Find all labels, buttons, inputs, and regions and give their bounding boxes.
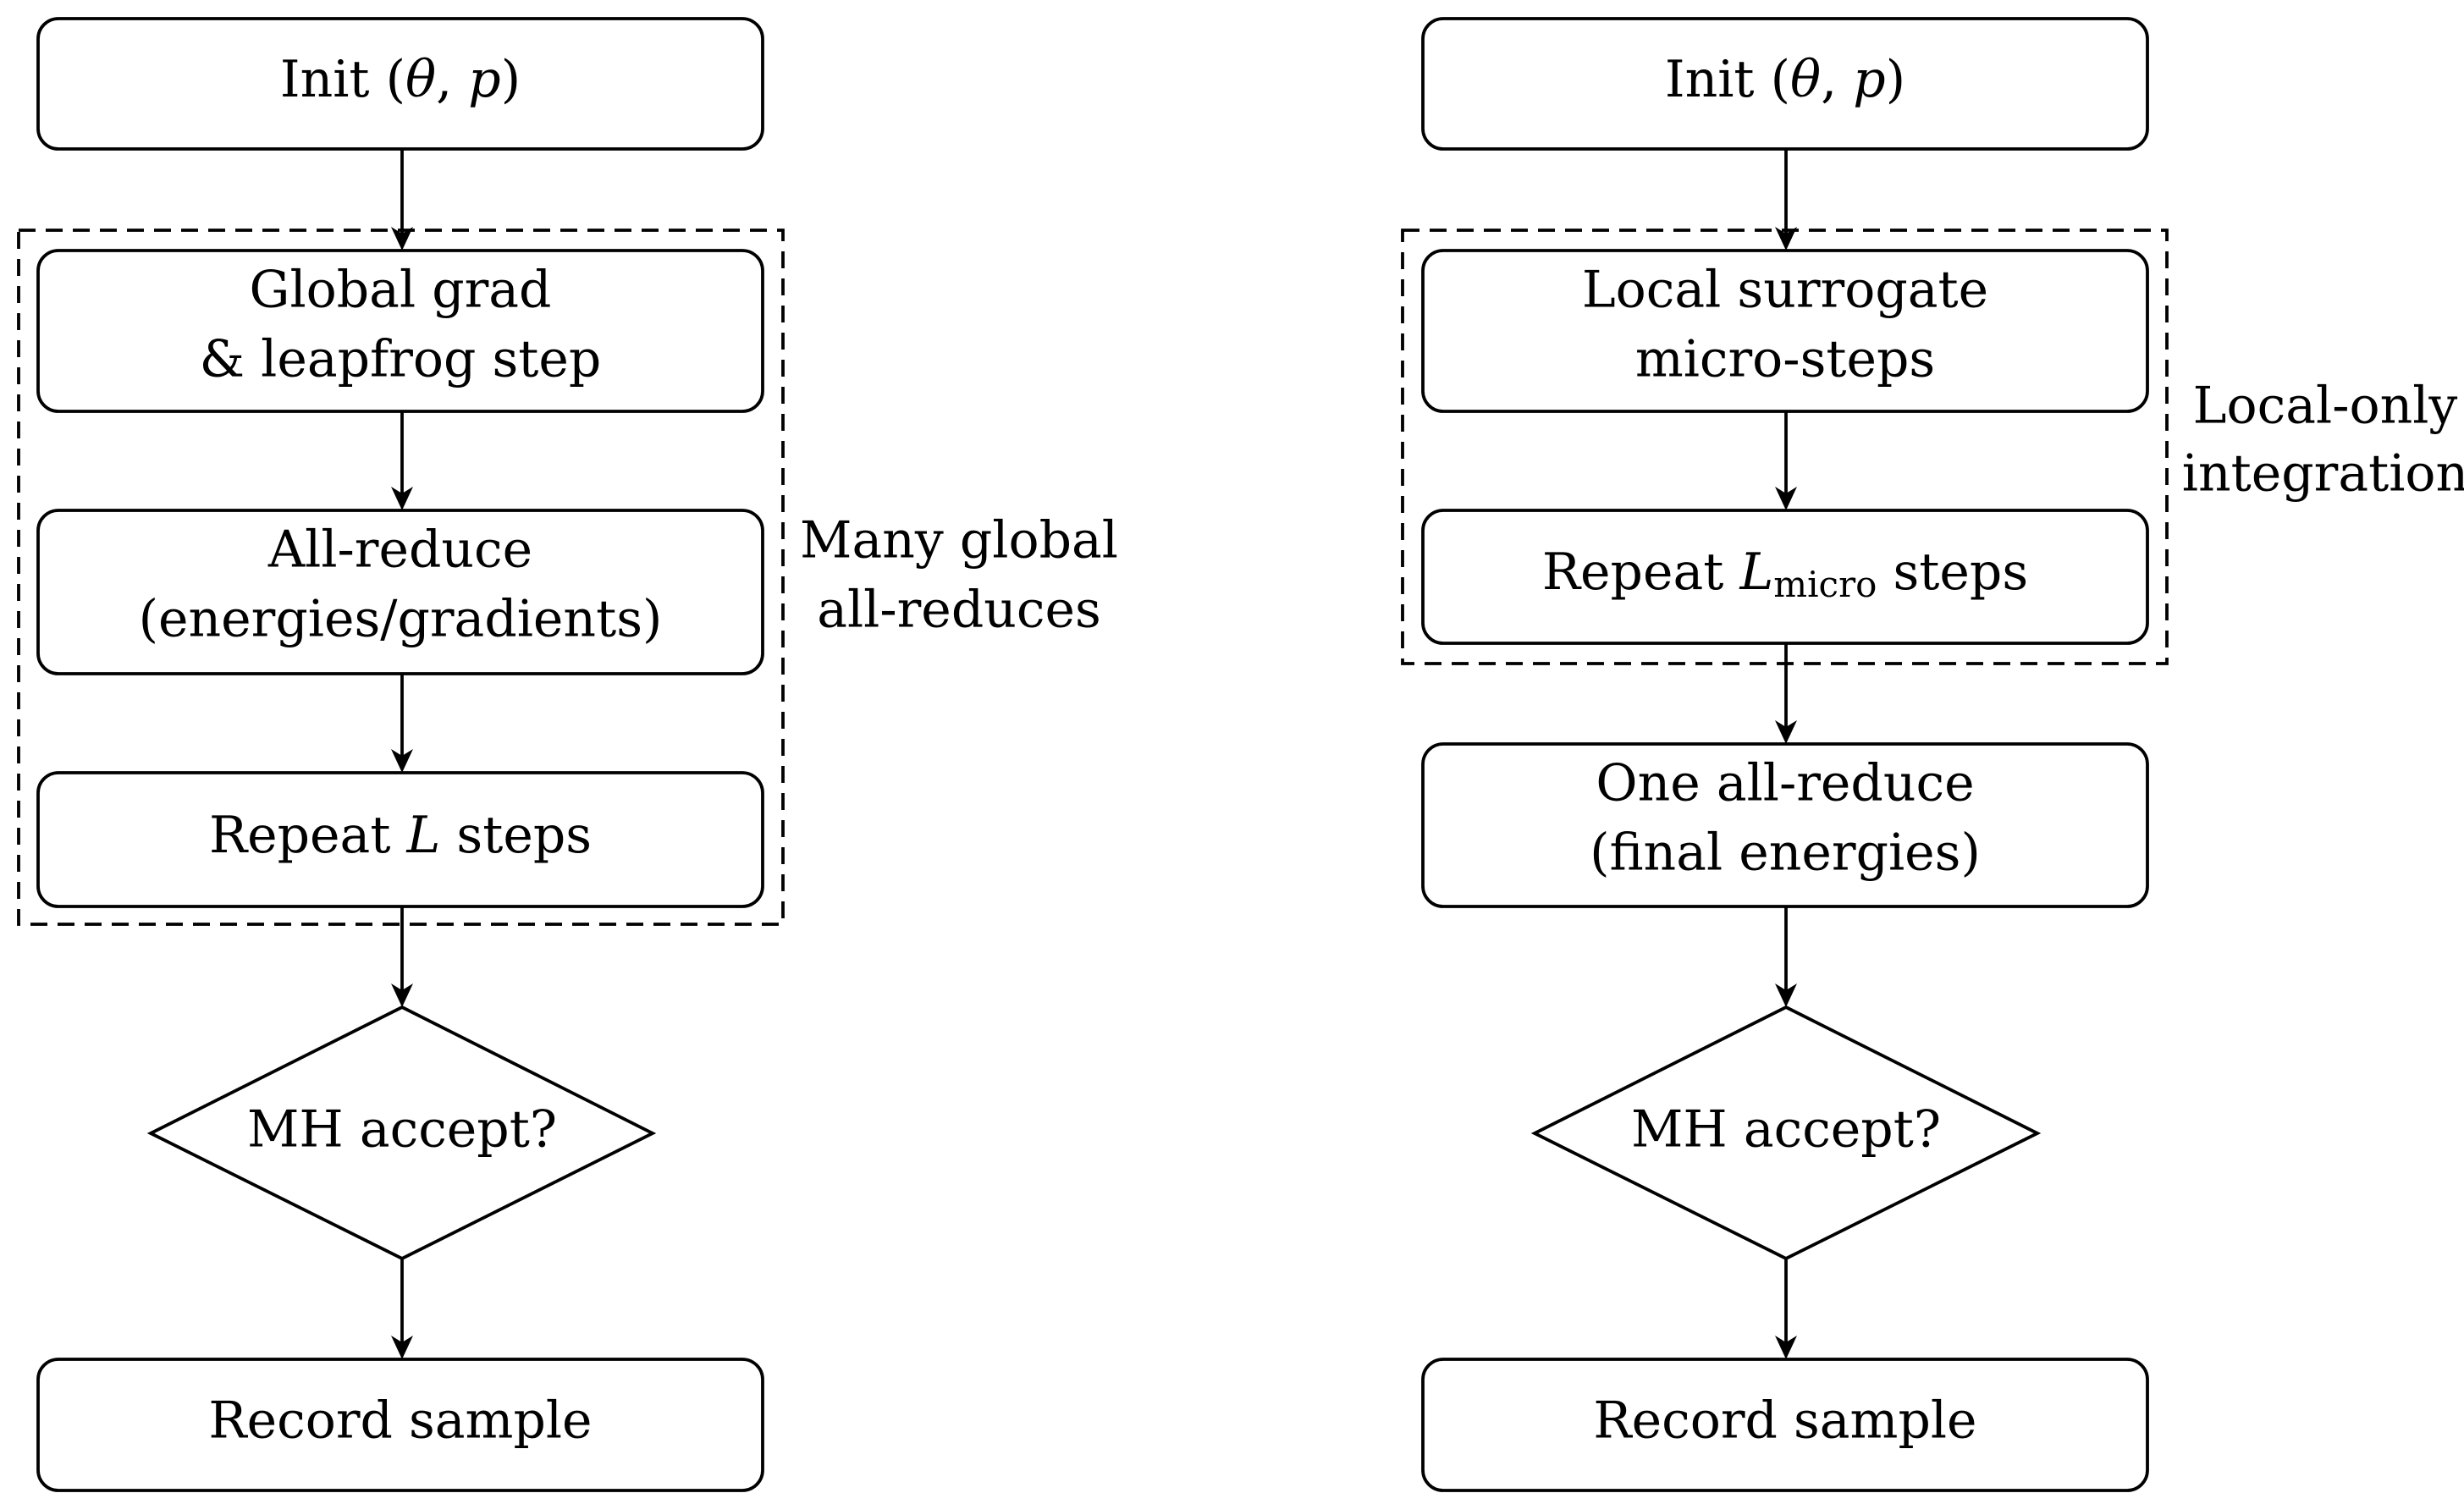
left-arrowhead-record bbox=[391, 1336, 413, 1359]
right-one-all-reduce-node: One all-reduce (final energies) bbox=[1421, 742, 2149, 908]
right-init-node: Init (θ, p) bbox=[1421, 17, 2149, 151]
right-one-all-reduce-label-line2: (final energies) bbox=[1590, 824, 1981, 883]
right-repeat-label: Repeat Lmicro steps bbox=[1542, 543, 2028, 605]
right-group-note-line2: integration bbox=[2182, 444, 2464, 504]
right-one-all-reduce-label-line1: One all-reduce bbox=[1596, 754, 1974, 813]
left-record-node: Record sample bbox=[36, 1358, 764, 1492]
left-arrowhead-mh bbox=[391, 983, 413, 1007]
right-local-surrogate-label-line2: micro-steps bbox=[1635, 330, 1935, 389]
left-flow: Many global all-reduces Init (θ, p) G bbox=[17, 17, 1118, 1492]
right-init-label: Init (θ, p) bbox=[1665, 50, 1905, 109]
right-record-label: Record sample bbox=[1593, 1391, 1976, 1451]
left-group-note-line2: all-reduces bbox=[817, 581, 1101, 640]
right-mh-label: MH accept? bbox=[1631, 1100, 1941, 1160]
left-all-reduce-label-line1: All-reduce bbox=[267, 521, 532, 580]
right-local-surrogate-label-line1: Local surrogate bbox=[1582, 261, 1988, 320]
right-arrowhead-local bbox=[1775, 227, 1797, 251]
right-arrowhead-repeat bbox=[1775, 487, 1797, 510]
right-mh-decision: MH accept? bbox=[1530, 1005, 2042, 1261]
left-arrowhead-repeat bbox=[391, 749, 413, 773]
left-repeat-label: Repeat L steps bbox=[209, 806, 592, 865]
left-mh-decision: MH accept? bbox=[146, 1005, 657, 1261]
right-edges bbox=[1775, 149, 1797, 1359]
left-group-note-line1: Many global bbox=[800, 511, 1118, 570]
right-record-node: Record sample bbox=[1421, 1358, 2149, 1492]
left-global-grad-label-line1: Global grad bbox=[250, 261, 552, 320]
left-arrowhead-grad bbox=[391, 227, 413, 251]
right-arrowhead-record bbox=[1775, 1336, 1797, 1359]
left-arrowhead-allreduce bbox=[391, 487, 413, 510]
left-repeat-node: Repeat L steps bbox=[36, 771, 764, 908]
left-init-label: Init (θ, p) bbox=[280, 50, 521, 109]
right-arrowhead-allreduce bbox=[1775, 720, 1797, 744]
right-group-note-line1: Local-only bbox=[2193, 377, 2458, 436]
left-init-node: Init (θ, p) bbox=[36, 17, 764, 151]
left-global-grad-node: Global grad & leapfrog step bbox=[36, 249, 764, 413]
left-global-grad-label-line2: & leapfrog step bbox=[200, 330, 602, 389]
left-record-label: Record sample bbox=[208, 1391, 592, 1451]
right-arrowhead-mh bbox=[1775, 983, 1797, 1007]
left-mh-label: MH accept? bbox=[247, 1100, 557, 1160]
right-local-surrogate-node: Local surrogate micro-steps bbox=[1421, 249, 2149, 413]
left-edges bbox=[391, 149, 413, 1359]
right-flow: Local-only integration Init (θ, p) Lo bbox=[1401, 17, 2464, 1492]
right-repeat-node: Repeat Lmicro steps bbox=[1421, 509, 2149, 645]
left-all-reduce-label-line2: (energies/gradients) bbox=[139, 590, 663, 649]
left-all-reduce-node: All-reduce (energies/gradients) bbox=[36, 509, 764, 675]
